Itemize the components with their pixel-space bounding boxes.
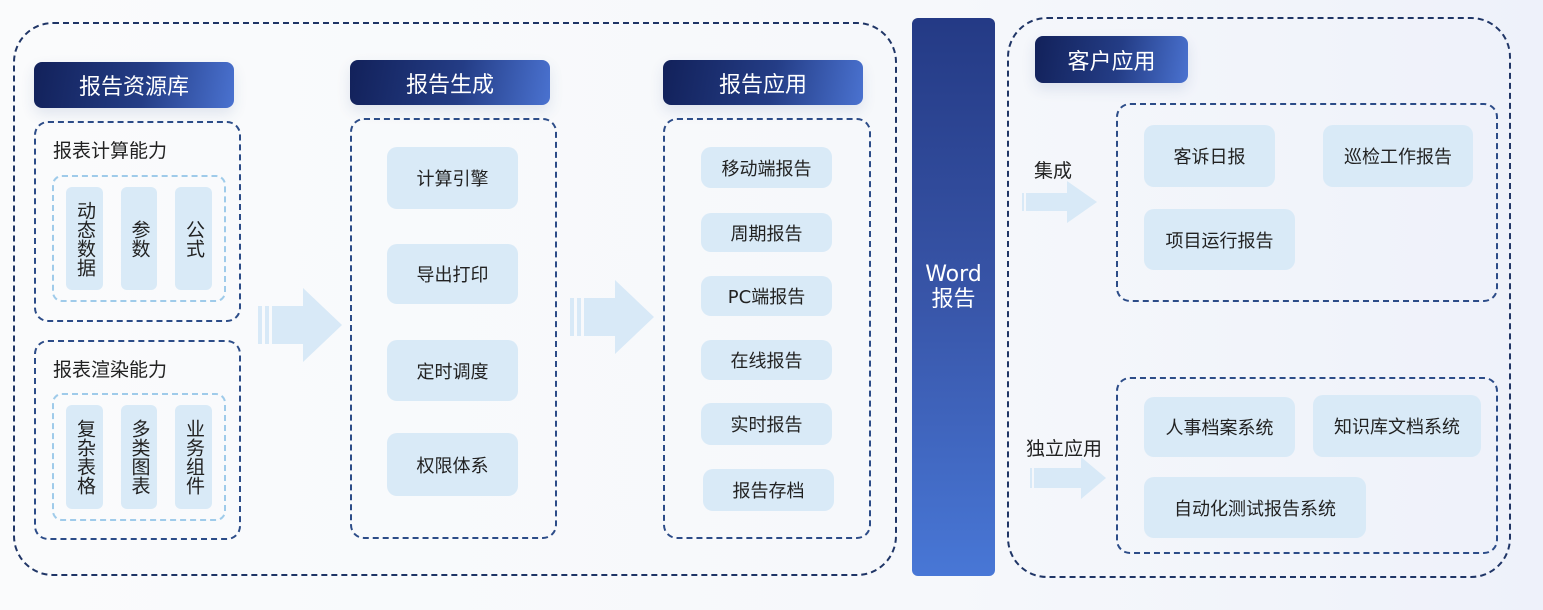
application-item: 周期报告 <box>701 213 832 252</box>
word-report-bar: Word 报告 <box>912 18 995 576</box>
generation-item: 权限体系 <box>387 433 518 496</box>
compute-item: 公式 <box>175 187 212 290</box>
arrow-right-icon <box>1028 457 1108 499</box>
word-report-line1: Word <box>925 261 982 287</box>
render-item: 业务组件 <box>175 405 212 509</box>
word-report-line2: 报告 <box>931 287 976 312</box>
render-capability-group <box>34 340 241 540</box>
integrate-item: 客诉日报 <box>1144 125 1275 187</box>
generation-group <box>350 118 557 539</box>
compute-capability-group <box>34 121 241 322</box>
customer-application-title: 客户应用 <box>1067 49 1156 75</box>
application-item: 报告存档 <box>703 469 834 511</box>
generation-header: 报告生成 <box>350 60 550 105</box>
integrate-item: 巡检工作报告 <box>1323 125 1473 187</box>
integrate-item: 项目运行报告 <box>1144 209 1295 270</box>
arrow-right-icon <box>1020 181 1100 223</box>
application-item: 在线报告 <box>701 340 832 380</box>
application-title: 报告应用 <box>718 72 807 98</box>
render-item: 多类图表 <box>121 405 157 509</box>
render-item: 复杂表格 <box>66 405 103 509</box>
compute-capability-label: 报表计算能力 <box>53 140 168 162</box>
application-item: 实时报告 <box>701 403 832 445</box>
arrow-right-icon <box>568 280 658 354</box>
generation-item: 计算引擎 <box>387 147 518 209</box>
application-group <box>663 118 871 539</box>
integrate-label: 集成 <box>1034 160 1073 182</box>
customer-application-container <box>1007 17 1511 578</box>
application-item: PC端报告 <box>701 276 832 316</box>
render-capability-label: 报表渲染能力 <box>53 359 168 381</box>
resource-library-header: 报告资源库 <box>34 62 234 108</box>
application-header: 报告应用 <box>663 60 863 105</box>
compute-item: 动态数据 <box>66 187 103 290</box>
standalone-item: 自动化测试报告系统 <box>1144 477 1366 538</box>
render-items-group <box>52 393 226 521</box>
standalone-label: 独立应用 <box>1026 438 1103 460</box>
standalone-item: 人事档案系统 <box>1144 397 1295 457</box>
resource-library-title: 报告资源库 <box>78 75 189 100</box>
application-item: 移动端报告 <box>701 147 832 188</box>
integrate-group <box>1116 103 1498 302</box>
arrow-right-icon <box>256 288 346 362</box>
compute-items-group <box>52 175 226 302</box>
compute-item: 参数 <box>121 187 157 290</box>
standalone-item: 知识库文档系统 <box>1313 395 1481 457</box>
report-pipeline-container <box>13 22 897 576</box>
generation-title: 报告生成 <box>405 72 494 98</box>
generation-item: 定时调度 <box>387 340 518 401</box>
standalone-group <box>1116 377 1498 554</box>
customer-application-header: 客户应用 <box>1035 36 1188 83</box>
generation-item: 导出打印 <box>387 244 518 304</box>
